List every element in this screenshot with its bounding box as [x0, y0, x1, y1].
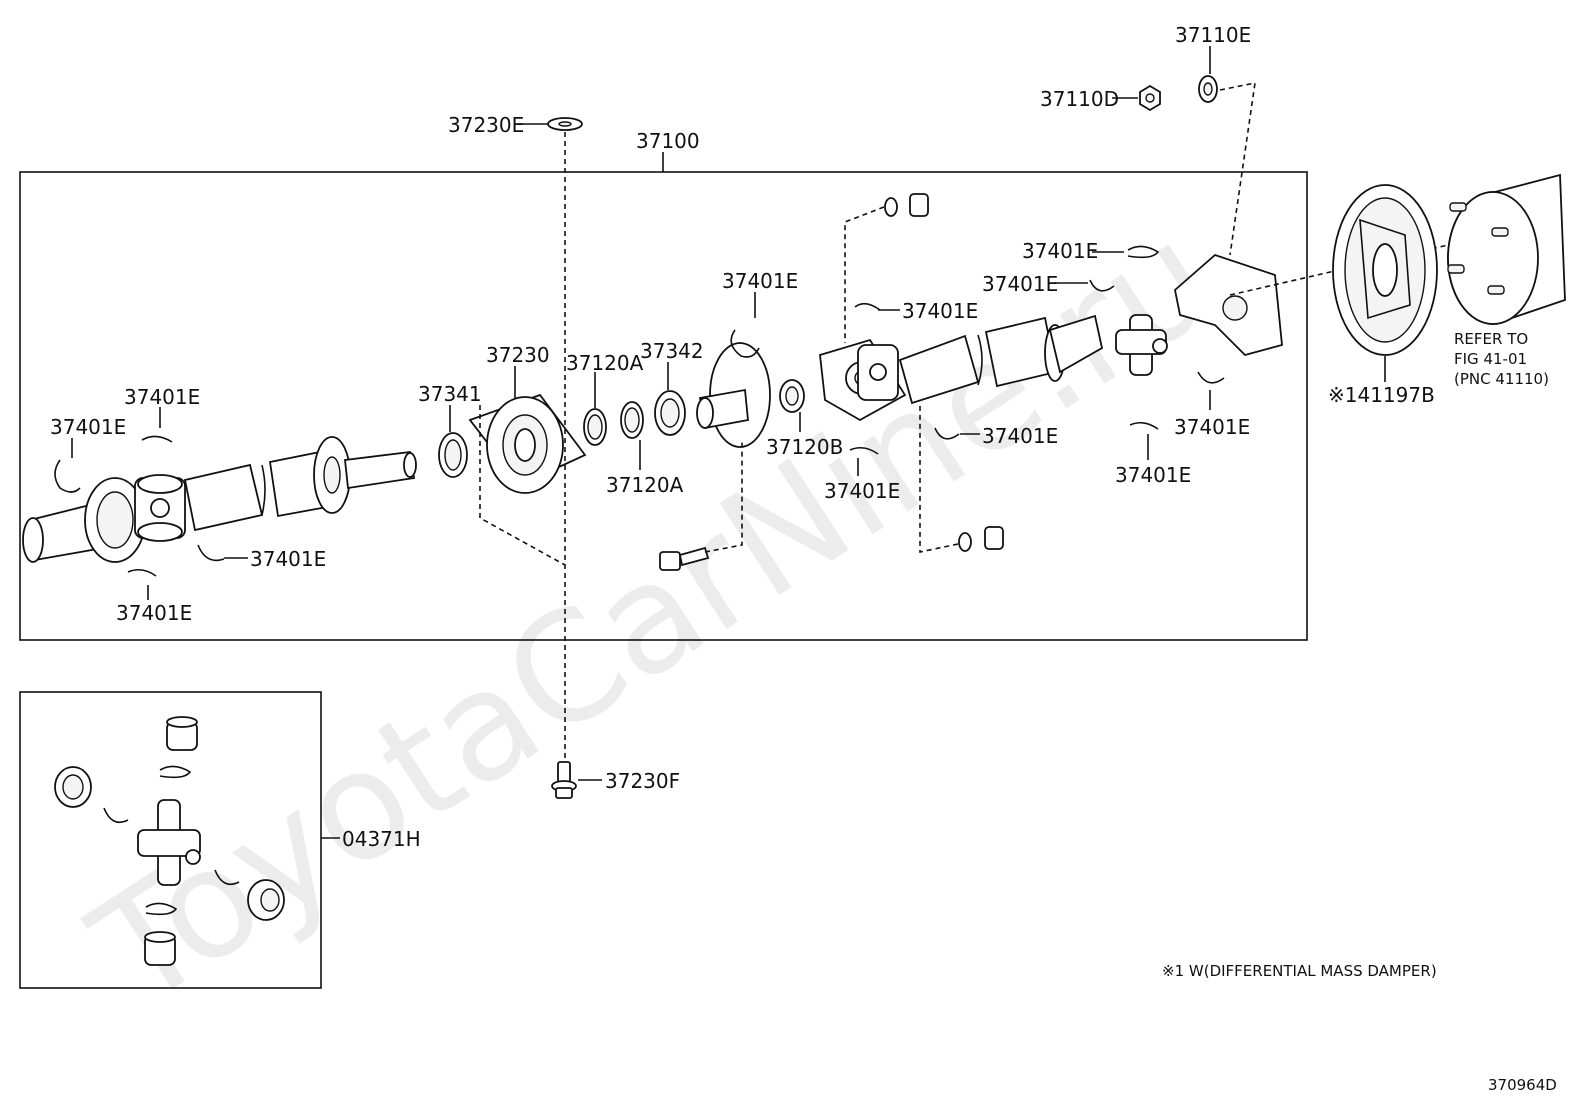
watermark: ToyotaCarNine.ru [64, 190, 1244, 1041]
flange-hub[interactable] [696, 342, 771, 448]
bolt-37230F[interactable] [551, 761, 577, 799]
front-universal-joint[interactable] [134, 474, 186, 542]
companion-flange[interactable] [1174, 253, 1283, 357]
label-04371H[interactable]: 04371H [342, 827, 421, 851]
label-37120A[interactable]: 37120A [566, 351, 644, 375]
label-37401E[interactable]: 37401E [902, 299, 978, 323]
rear-spider[interactable] [1115, 314, 1168, 376]
mass-damper-41197B[interactable] [1332, 184, 1438, 356]
shaft-flange[interactable] [313, 436, 351, 514]
nut-washer-set[interactable] [884, 193, 1004, 552]
ring-37342[interactable] [654, 390, 686, 436]
footnote: ※1 W(DIFFERENTIAL MASS DAMPER) [1162, 962, 1437, 980]
label-37401E[interactable]: 37401E [116, 601, 192, 625]
snap-ring[interactable] [849, 245, 1225, 455]
differential-hub[interactable] [1447, 173, 1566, 325]
label-37401E[interactable]: 37401E [1174, 415, 1250, 439]
splined-stub[interactable] [344, 451, 417, 490]
center-universal-joint[interactable] [857, 344, 899, 401]
label-37110E[interactable]: 37110E [1175, 23, 1251, 47]
spider-bearing-cap[interactable] [144, 931, 176, 966]
spider-cross[interactable] [137, 799, 201, 886]
label-37401E[interactable]: 37401E [1022, 239, 1098, 263]
label-37110D[interactable]: 37110D [1040, 87, 1119, 111]
label-37341[interactable]: 37341 [418, 382, 482, 406]
label-41197B[interactable]: ※141197B [1328, 383, 1435, 407]
label-37100[interactable]: 37100 [636, 129, 700, 153]
rear-shaft-tube[interactable] [898, 316, 1058, 405]
refer-line-2[interactable]: FIG 41-01 [1454, 350, 1527, 368]
label-37401E[interactable]: 37401E [982, 272, 1058, 296]
washer-37110E[interactable] [1198, 75, 1218, 103]
label-37401E[interactable]: 37401E [722, 269, 798, 293]
spider-bearing-cap[interactable] [54, 766, 92, 808]
refer-line-3[interactable]: (PNC 41110) [1454, 370, 1549, 388]
label-37401E[interactable]: 37401E [50, 415, 126, 439]
flange-bolt[interactable] [659, 546, 710, 571]
label-37401E[interactable]: 37401E [982, 424, 1058, 448]
washer-37230E[interactable] [547, 117, 583, 131]
spider-bearing-cap[interactable] [247, 879, 285, 921]
center-bearing-37230[interactable] [468, 393, 587, 494]
figure-code: 370964D [1488, 1076, 1557, 1094]
snap-ring[interactable] [103, 765, 240, 916]
ring-37120B[interactable] [779, 379, 805, 413]
rear-slip-yoke[interactable] [1044, 314, 1104, 382]
snap-ring[interactable] [54, 435, 225, 577]
label-37230E[interactable]: 37230E [448, 113, 524, 137]
ring-37120A[interactable] [620, 401, 644, 439]
label-37120B[interactable]: 37120B [766, 435, 843, 459]
refer-line-1[interactable]: REFER TO [1454, 330, 1528, 348]
label-37401E[interactable]: 37401E [124, 385, 200, 409]
label-37120A[interactable]: 37120A [606, 473, 684, 497]
front-yoke[interactable] [22, 477, 146, 563]
label-37230F[interactable]: 37230F [605, 769, 680, 793]
label-37401E[interactable]: 37401E [824, 479, 900, 503]
nut-37110D[interactable] [1139, 84, 1161, 112]
label-37401E[interactable]: 37401E [1115, 463, 1191, 487]
ring-37120A[interactable] [583, 408, 607, 446]
part-37341-ring[interactable] [438, 432, 468, 478]
spider-kit-box [19, 691, 322, 989]
label-37401E[interactable]: 37401E [250, 547, 326, 571]
label-37230[interactable]: 37230 [486, 343, 550, 367]
spider-bearing-cap[interactable] [166, 716, 198, 751]
label-37342[interactable]: 37342 [640, 339, 704, 363]
